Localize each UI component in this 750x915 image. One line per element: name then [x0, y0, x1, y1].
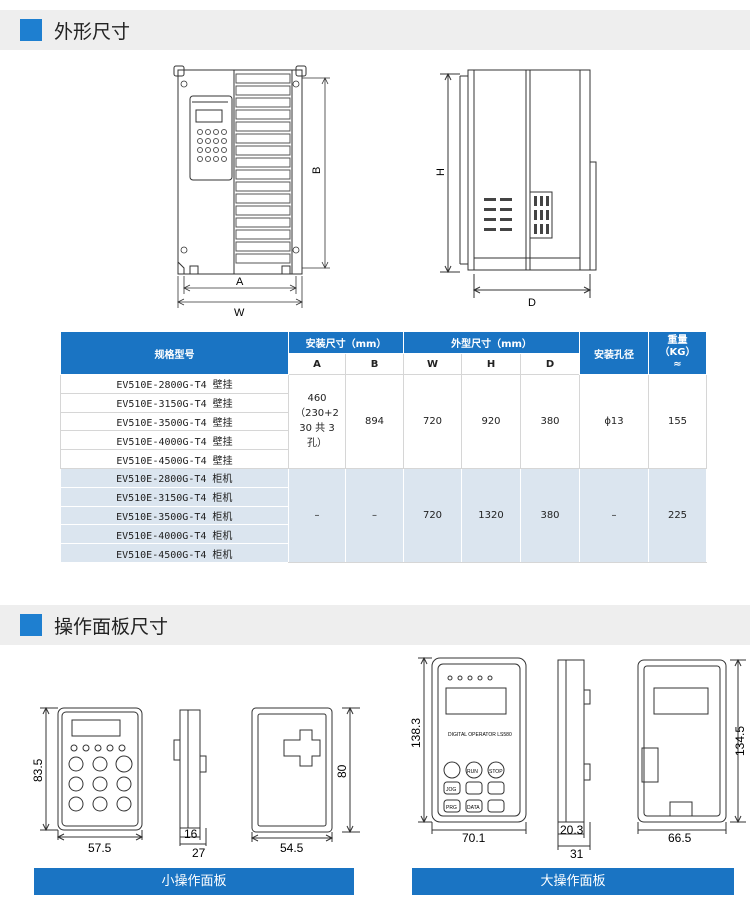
header-h: H [461, 353, 521, 375]
header-weight: 重量 （KG） ≈ [648, 331, 707, 375]
cell-w: 720 [403, 468, 462, 563]
small-panel-label: 小操作面板 [34, 868, 354, 895]
dim-label-h: H [435, 168, 447, 176]
cooling-fins [235, 73, 291, 264]
section-marker [20, 19, 42, 41]
header-weight-line3: ≈ [673, 359, 682, 370]
table-row-model: EV510E-3150G-T4 壁挂 [60, 393, 289, 413]
cell-a: 460 （230+2 30 共 3 孔） [288, 374, 346, 469]
table-row-model: EV510E-4500G-T4 柜机 [60, 543, 289, 563]
outline-side-drawing: H D [435, 69, 597, 309]
small-width-label: 57.5 [88, 841, 112, 855]
header-a: A [288, 353, 346, 375]
large-back-width-label: 66.5 [668, 831, 692, 845]
table-row-model: EV510E-2800G-T4 壁挂 [60, 374, 289, 394]
cell-h: 1320 [461, 468, 521, 563]
large-panel-label: 大操作面板 [412, 868, 734, 895]
key-prg: PRG [446, 805, 457, 811]
cell-hole: – [579, 468, 649, 563]
large-height-label: 138.3 [410, 718, 423, 748]
table-row-model: EV510E-2800G-T4 柜机 [60, 468, 289, 488]
header-weight-line2: （KG） [659, 347, 696, 358]
table-row-model: EV510E-4500G-T4 壁挂 [60, 449, 289, 469]
section-header-outline: 外形尺寸 [0, 10, 750, 50]
small-height-label: 83.5 [31, 758, 45, 782]
cell-weight: 225 [648, 468, 707, 563]
header-b: B [345, 353, 404, 375]
header-model: 规格型号 [60, 331, 289, 375]
large-depth-a-label: 20.3 [560, 823, 584, 837]
cell-weight: 155 [648, 374, 707, 469]
dim-label-a: A [236, 276, 244, 288]
dim-label-b: B [311, 167, 323, 174]
large-panel-brand: DIGITAL OPERATOR LS580 [448, 732, 512, 738]
cell-hole: ϕ13 [579, 374, 649, 469]
table-row-model: EV510E-3150G-T4 柜机 [60, 487, 289, 507]
large-back-height-label: 134.5 [733, 726, 747, 756]
small-panel-keys [68, 744, 133, 812]
small-depth-b-label: 27 [192, 846, 206, 860]
cell-d: 380 [520, 374, 580, 469]
section-marker [20, 614, 42, 636]
keypad-buttons [197, 129, 227, 162]
large-width-label: 70.1 [462, 831, 486, 845]
key-jog: JOG [446, 787, 456, 793]
section-title-panel: 操作面板尺寸 [54, 616, 169, 638]
small-panel-drawing: 83.5 57.5 16 27 54.5 80 [31, 706, 360, 860]
header-weight-line1: 重量 [667, 335, 688, 346]
vent-slots [484, 196, 549, 234]
cell-d: 380 [520, 468, 580, 563]
cell-b: 894 [345, 374, 404, 469]
spec-table: 规格型号 安装尺寸（mm） 外型尺寸（mm） 安装孔径 重量 （KG） ≈ A … [60, 331, 707, 563]
dim-label-w: W [234, 307, 245, 319]
small-back-width-label: 54.5 [280, 841, 304, 855]
key-data: DATA [467, 805, 480, 811]
key-run: RUN [467, 769, 478, 775]
section-header-panel: 操作面板尺寸 [0, 605, 750, 645]
large-panel-keys [443, 675, 505, 813]
cell-a: – [288, 468, 346, 563]
large-depth-b-label: 31 [570, 847, 584, 861]
header-hole: 安装孔径 [579, 331, 649, 375]
small-back-height-label: 80 [335, 764, 349, 778]
table-row-model: EV510E-3500G-T4 壁挂 [60, 412, 289, 432]
table-row-model: EV510E-3500G-T4 柜机 [60, 506, 289, 526]
small-depth-a-label: 16 [184, 827, 198, 841]
section-title-outline: 外形尺寸 [54, 21, 131, 43]
outline-front-drawing: B A W [173, 65, 330, 319]
header-outline-size: 外型尺寸（mm） [403, 331, 580, 354]
header-install-size: 安装尺寸（mm） [288, 331, 404, 354]
key-stop: STOP [489, 769, 503, 775]
cell-w: 720 [403, 374, 462, 469]
cell-h: 920 [461, 374, 521, 469]
large-panel-drawing: DIGITAL OPERATOR LS580 RUN STOP JOG PRG … [410, 656, 747, 861]
header-d: D [520, 353, 580, 375]
table-row-model: EV510E-4000G-T4 壁挂 [60, 430, 289, 451]
cell-b: – [345, 468, 404, 563]
header-w: W [403, 353, 462, 375]
dim-label-d: D [528, 297, 536, 309]
table-row-model: EV510E-4000G-T4 柜机 [60, 524, 289, 545]
